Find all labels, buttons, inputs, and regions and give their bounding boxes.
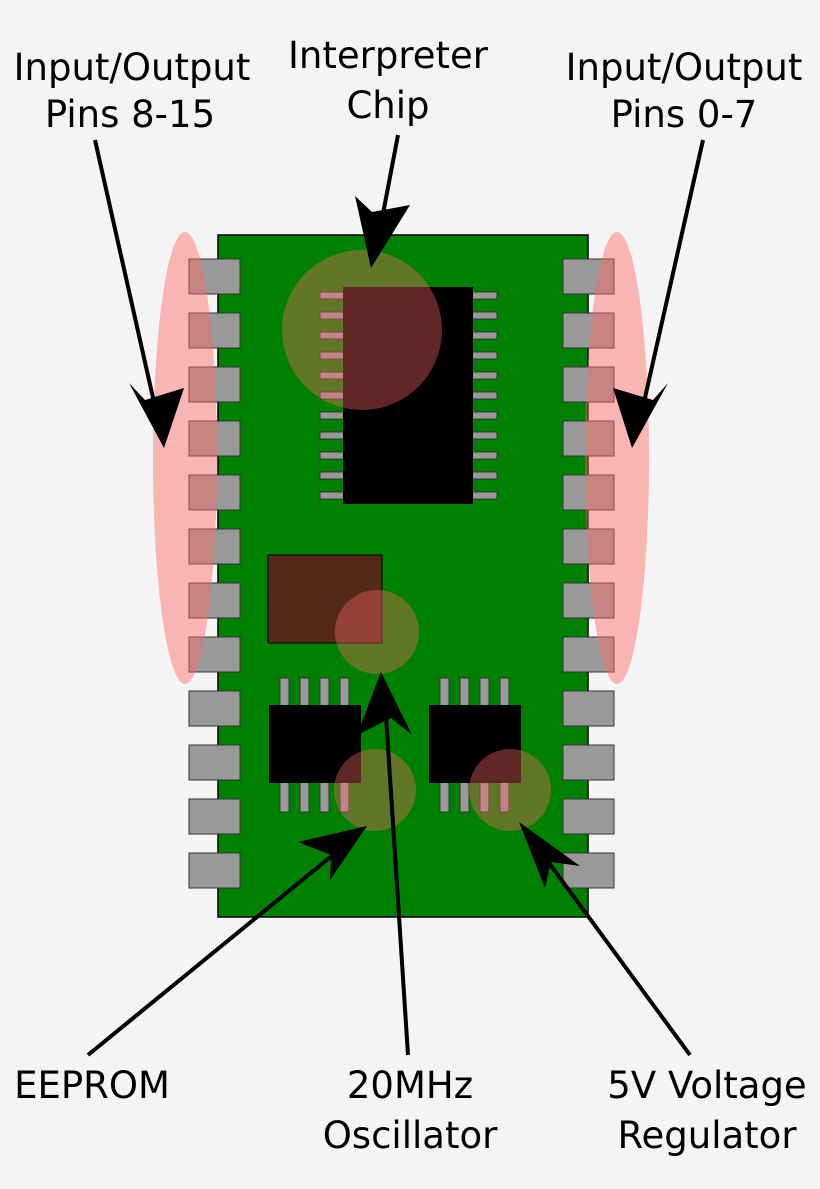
label-io-right-line1: Input/Output (566, 46, 803, 89)
label-io-left-line2: Pins 8-15 (45, 93, 215, 136)
pin-left (188, 690, 241, 727)
highlight-pins-8-15 (153, 232, 217, 684)
regulator-chip-leads (439, 677, 510, 813)
label-chip-line1: Interpreter (288, 34, 489, 77)
arrow-eeprom (86, 843, 347, 1057)
pin-left (188, 744, 241, 781)
arrow-eeprom-head (298, 826, 367, 880)
label-io-left-line1: Input/Output (14, 46, 251, 89)
pin-right (562, 258, 615, 295)
label-io-right-line2: Pins 0-7 (611, 93, 758, 136)
arrow-pins-0-7 (638, 139, 705, 421)
pin-left (188, 582, 241, 619)
pin-header-left (188, 258, 241, 889)
pin-right (562, 636, 615, 673)
label-chip-line2: Chip (346, 84, 429, 127)
label-oscillator-line2: Oscillator (323, 1114, 498, 1157)
pin-left (188, 528, 241, 565)
highlight-eeprom (334, 749, 416, 831)
arrow-pins-0-7-head (613, 383, 668, 448)
pin-right (562, 852, 615, 889)
pin-left (188, 258, 241, 295)
pin-right (562, 582, 615, 619)
label-regulator-line2: Regulator (617, 1114, 797, 1157)
pin-right (562, 420, 615, 457)
pin-left (188, 636, 241, 673)
pin-left (188, 798, 241, 835)
highlight-pins-0-7 (585, 232, 649, 684)
highlight-regulator (469, 749, 551, 831)
arrow-regulator-head (519, 822, 580, 888)
arrow-regulator (536, 846, 692, 1057)
pin-left (188, 474, 241, 511)
oscillator-component (267, 554, 383, 644)
regulator-chip (429, 705, 521, 783)
pin-right (562, 798, 615, 835)
label-eeprom: EEPROM (14, 1064, 170, 1107)
pin-left (188, 852, 241, 889)
arrow-oscillator (383, 699, 410, 1056)
arrow-pins-8-15 (93, 139, 160, 421)
arrows (86, 134, 705, 1057)
highlight-interpreter-chip (282, 250, 442, 410)
pin-left (188, 420, 241, 457)
eeprom-chip (269, 705, 361, 783)
arrow-oscillator-head (357, 672, 412, 735)
pin-left (188, 312, 241, 349)
pin-right (562, 312, 615, 349)
interpreter-chip (343, 287, 473, 504)
pin-right (562, 474, 615, 511)
pin-right (562, 528, 615, 565)
pin-right (562, 744, 615, 781)
arrow-pins-8-15-head (129, 383, 184, 448)
eeprom-chip-leads (279, 677, 350, 813)
arrow-interpreter-chip-head (355, 196, 410, 268)
pin-left (188, 366, 241, 403)
highlight-oscillator (335, 590, 419, 674)
pin-header-right (562, 258, 615, 889)
pin-right (562, 690, 615, 727)
label-regulator-line1: 5V Voltage (607, 1064, 806, 1107)
label-oscillator-line1: 20MHz (347, 1064, 473, 1107)
pin-right (562, 366, 615, 403)
